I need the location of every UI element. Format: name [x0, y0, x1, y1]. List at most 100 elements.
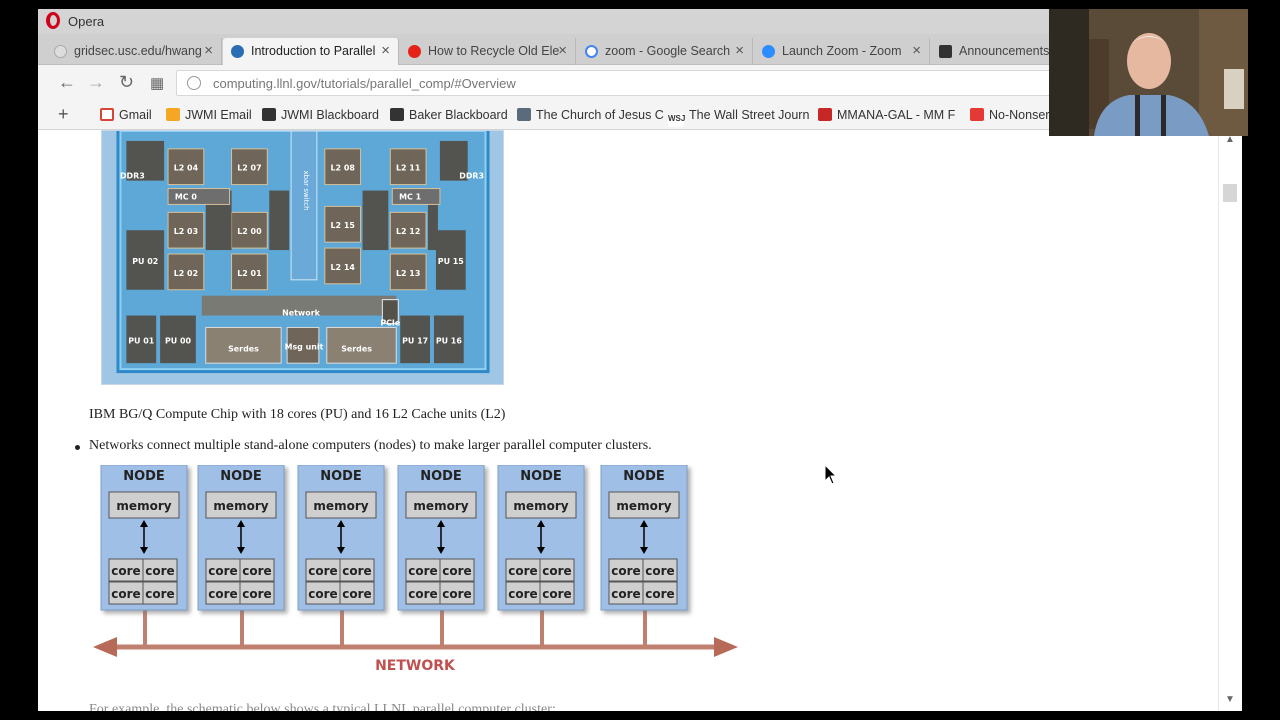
add-bookmark-button[interactable]: +	[58, 104, 69, 124]
bookmark-label: MMANA-GAL - MM F	[837, 108, 956, 122]
core-label: core	[145, 587, 174, 601]
close-icon[interactable]: ×	[735, 42, 744, 59]
close-icon[interactable]: ×	[381, 42, 390, 59]
page-content: DDR3 DDR3 MC 0 MC 1 Network Serdes Serde…	[38, 130, 1218, 711]
mmana-icon	[818, 108, 832, 121]
scroll-up-icon[interactable]: ▲	[1225, 134, 1235, 145]
bookmark-gmail[interactable]: Gmail	[100, 108, 152, 122]
core-label: core	[308, 587, 337, 601]
core-label: core	[408, 564, 437, 578]
network-nodes-diagram: NODE memory core core core core NODE memory core…	[93, 465, 738, 674]
chip-label-pu: PU 16	[436, 336, 463, 345]
chip-label-msg-unit: Msg unit	[285, 342, 324, 351]
tab-label: Launch Zoom - Zoom	[782, 44, 902, 58]
tab-label: How to Recycle Old Ele	[428, 44, 560, 58]
speed-dial-icon[interactable]: ▦	[150, 75, 165, 92]
core-label: core	[645, 564, 674, 578]
tab-label: zoom - Google Search	[605, 44, 731, 58]
blackboard-icon	[390, 108, 404, 121]
youtube-icon	[408, 45, 421, 58]
scrollbar-thumb[interactable]	[1223, 184, 1237, 202]
wsj-icon: WSJ	[668, 114, 685, 127]
tab-announcements[interactable]: Announcements –	[931, 38, 1107, 65]
chip-label-network: Network	[282, 309, 320, 318]
gmail-icon	[100, 108, 114, 121]
chip-label-l2: L2 08	[331, 164, 356, 173]
core-label: core	[542, 587, 571, 601]
bookmark-mmana[interactable]: MMANA-GAL - MM F	[818, 108, 955, 122]
tab-label: Introduction to Parallel	[251, 44, 376, 58]
blackboard-icon	[262, 108, 276, 121]
chip-label-ddr3-right: DDR3	[459, 172, 484, 181]
close-icon[interactable]: ×	[204, 42, 213, 59]
chip-label-l2: L2 14	[331, 263, 356, 272]
chip-caption: IBM BG/Q Compute Chip with 18 cores (PU)…	[89, 407, 506, 422]
tab-introduction-parallel[interactable]: Introduction to Parallel ×	[223, 38, 399, 65]
chip-label-pu: PU 02	[132, 257, 158, 266]
core-label: core	[111, 564, 140, 578]
bookmark-baker-blackboard[interactable]: Baker Blackboard	[390, 108, 508, 122]
chip-label-ddr3-left: DDR3	[120, 172, 145, 181]
blackboard-icon	[939, 45, 952, 58]
chip-label-l2: L2 13	[396, 269, 420, 278]
networks-bullet-text: Networks connect multiple stand-alone co…	[89, 438, 652, 453]
reload-icon[interactable]: ↻	[119, 72, 135, 92]
core-label: core	[111, 587, 140, 601]
scroll-down-icon[interactable]: ▼	[1225, 694, 1235, 705]
chip-label-l2: L2 00	[237, 227, 262, 236]
node-title: NODE	[623, 469, 665, 484]
webcam-video-overlay	[1049, 9, 1248, 136]
node-title: NODE	[220, 469, 262, 484]
tab-label: Announcements –	[959, 44, 1060, 58]
llnl-icon	[231, 45, 244, 58]
opera-menu-label[interactable]: Opera	[68, 14, 105, 29]
core-label: core	[508, 587, 537, 601]
chip-label-pu: PU 17	[402, 336, 428, 345]
bookmark-church[interactable]: The Church of Jesus C	[517, 108, 664, 122]
opera-logo-icon[interactable]	[46, 12, 60, 29]
back-icon[interactable]: ←	[58, 72, 76, 92]
core-label: core	[645, 587, 674, 601]
bullet-point	[75, 445, 80, 450]
network-label: NETWORK	[375, 658, 456, 674]
chip-label-serdes-left: Serdes	[228, 344, 259, 353]
node-title: NODE	[520, 469, 562, 484]
bookmark-label: Gmail	[119, 108, 152, 122]
bookmark-no-nonsense[interactable]: No-Nonser	[970, 108, 1049, 122]
chip-label-l2: L2 11	[396, 164, 420, 173]
tab-launch-zoom[interactable]: Launch Zoom - Zoom ×	[754, 38, 930, 65]
google-icon	[585, 45, 598, 58]
close-icon[interactable]: ×	[558, 42, 567, 59]
bookmark-label: Baker Blackboard	[409, 108, 508, 122]
chip-label-l2: L2 07	[237, 164, 261, 173]
bookmarks-bar: + Gmail JWMI Email JWMI Blackboard Baker…	[38, 101, 1242, 130]
chip-label-pu: PU 15	[438, 257, 464, 266]
core-label: core	[242, 564, 271, 578]
chip-label-pu: PU 00	[165, 336, 192, 345]
core-label: core	[145, 564, 174, 578]
chip-label-mc1: MC 1	[399, 192, 421, 201]
bookmark-label: The Church of Jesus C	[536, 108, 664, 122]
forward-icon[interactable]: →	[87, 72, 105, 92]
node-title: NODE	[123, 469, 165, 484]
bookmark-jwmi-email[interactable]: JWMI Email	[166, 108, 252, 122]
core-label: core	[442, 587, 471, 601]
memory-label: memory	[413, 499, 468, 513]
bookmark-icon	[970, 108, 984, 121]
vertical-scrollbar[interactable]: ▲ ▼	[1218, 130, 1242, 711]
tab-gridsec[interactable]: gridsec.usc.edu/hwang ×	[46, 38, 222, 65]
core-label: core	[611, 587, 640, 601]
cluster-text: For example, the schematic below shows a…	[89, 702, 556, 711]
close-icon[interactable]: ×	[912, 42, 921, 59]
chip-label-l2: L2 01	[237, 269, 261, 278]
tab-recycle-youtube[interactable]: How to Recycle Old Ele ×	[400, 38, 576, 65]
core-label: core	[308, 564, 337, 578]
church-icon	[517, 108, 531, 121]
memory-label: memory	[313, 499, 368, 513]
tab-google-search[interactable]: zoom - Google Search ×	[577, 38, 753, 65]
bookmark-jwmi-blackboard[interactable]: JWMI Blackboard	[262, 108, 379, 122]
